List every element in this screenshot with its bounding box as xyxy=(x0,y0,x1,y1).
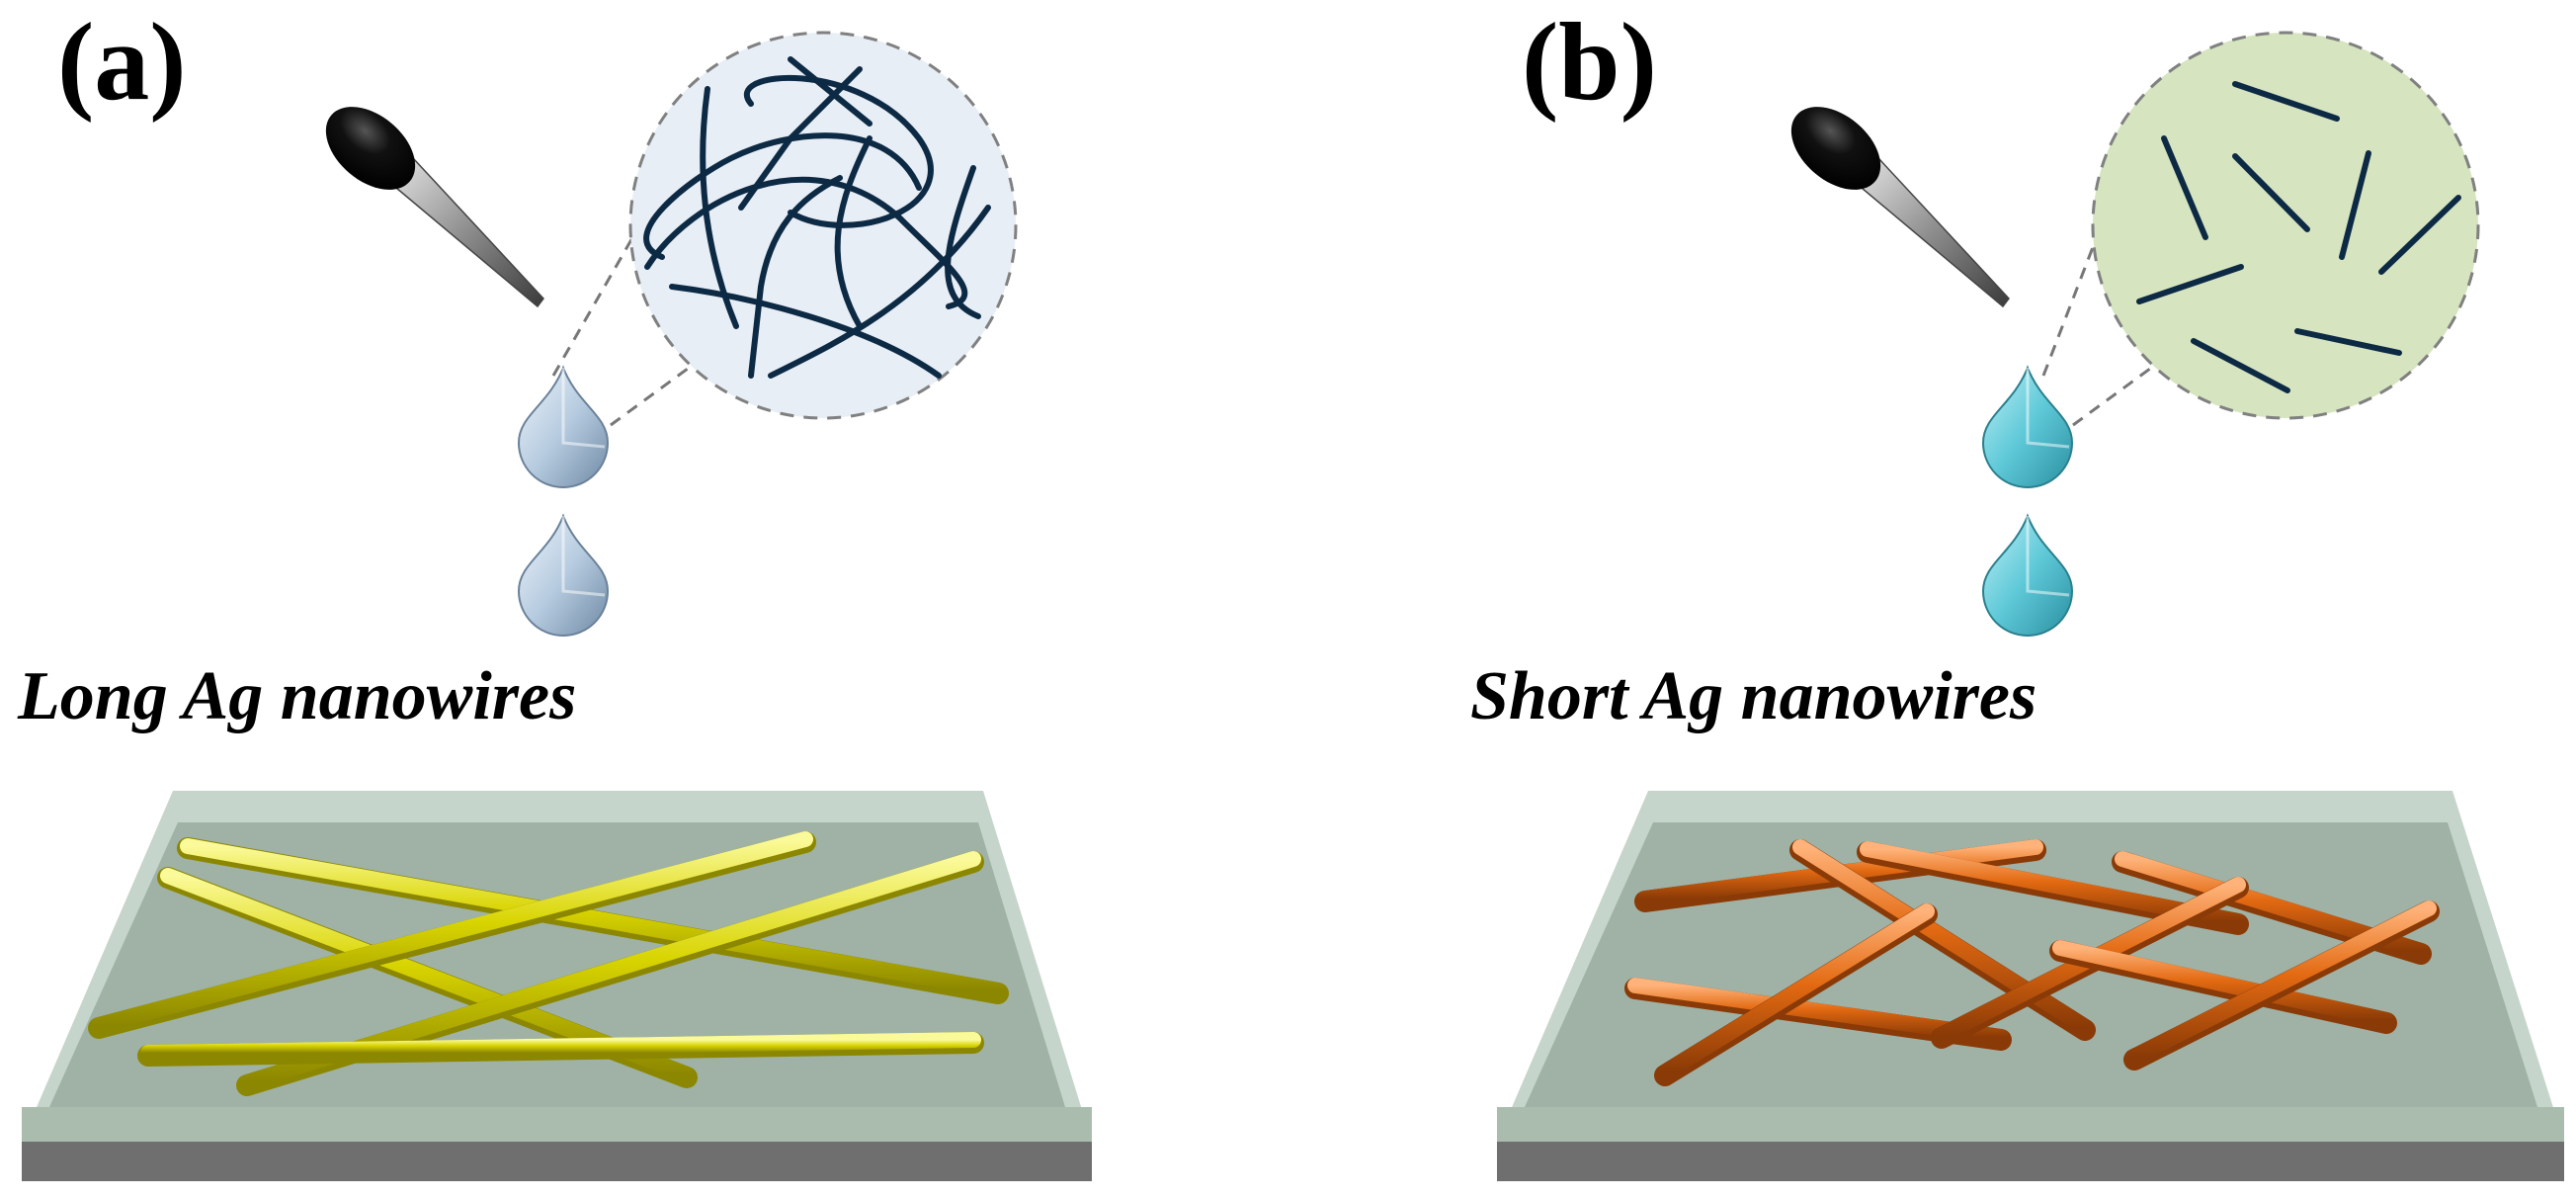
nanowire xyxy=(137,1032,984,1067)
panel-b xyxy=(1497,31,2564,1181)
nanowire xyxy=(88,831,816,1039)
panel-label-b: (b) xyxy=(1522,1,1657,124)
caption-long-nanowires: Long Ag nanowires xyxy=(17,658,576,734)
dropper-icon xyxy=(325,107,544,308)
droplet-icon xyxy=(1981,513,2074,637)
panel-a xyxy=(22,31,1092,1181)
short-nanowires xyxy=(1624,839,2440,1086)
magnified-bubble-short xyxy=(2041,31,2480,427)
magnified-bubble-long xyxy=(551,31,1018,427)
dropper-icon xyxy=(1790,107,2010,308)
caption-short-nanowires: Short Ag nanowires xyxy=(1470,658,2036,734)
droplet-icon xyxy=(517,365,610,488)
nanowire xyxy=(177,837,1009,1004)
nanowire xyxy=(1654,903,1938,1086)
droplet-icon xyxy=(517,513,610,637)
long-nanowires xyxy=(88,831,1009,1096)
panel-label-a: (a) xyxy=(57,1,187,124)
nanowire xyxy=(2049,940,2397,1034)
droplet-icon xyxy=(1981,365,2074,488)
nanowire xyxy=(2123,900,2440,1071)
